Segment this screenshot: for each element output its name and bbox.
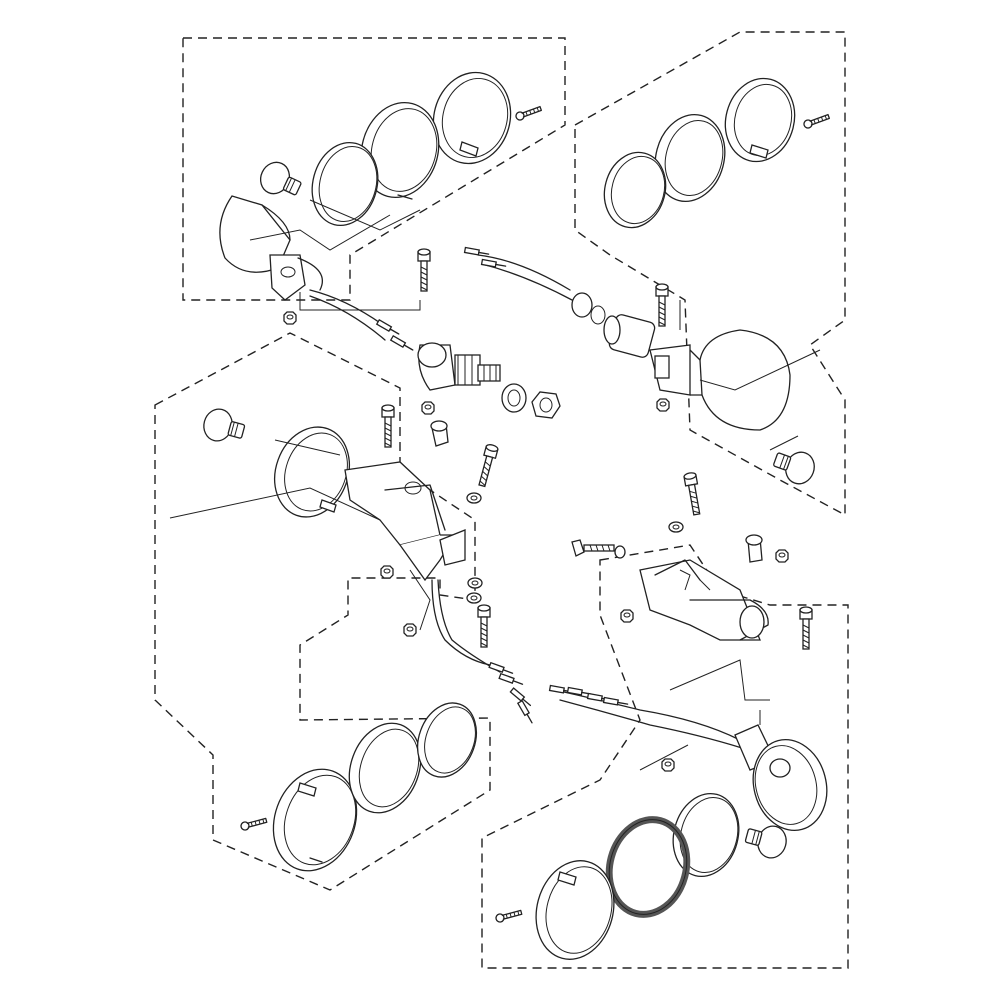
rl-housing bbox=[274, 426, 350, 518]
stay-bolt bbox=[417, 342, 501, 391]
rl-socket bbox=[430, 420, 449, 447]
rr-socket bbox=[745, 534, 763, 563]
fr-housing bbox=[649, 329, 791, 431]
front-left-frame bbox=[182, 37, 566, 301]
rear-right-turn-signal bbox=[494, 471, 828, 960]
fr-wiring bbox=[463, 246, 573, 301]
rl-gasket bbox=[417, 702, 477, 778]
rr-bezel-highlighted bbox=[605, 816, 691, 918]
front-left-turn-signal bbox=[219, 71, 543, 353]
rr-housing bbox=[734, 724, 828, 832]
fl-lens bbox=[432, 71, 512, 165]
rr-lens bbox=[535, 860, 615, 960]
front-right-frame bbox=[574, 31, 846, 517]
front-right-turn-signal bbox=[463, 77, 831, 489]
rl-bracket bbox=[344, 461, 466, 582]
rl-lens bbox=[272, 768, 358, 872]
rear-left-frame bbox=[154, 332, 491, 891]
rr-bracket bbox=[639, 559, 769, 641]
fl-wiring bbox=[309, 289, 415, 353]
rl-wiring bbox=[431, 579, 535, 725]
fr-socket bbox=[571, 292, 656, 358]
rear-left-turn-signal bbox=[169, 401, 535, 872]
fl-bezel bbox=[360, 101, 440, 200]
rr-long-bolt bbox=[571, 539, 626, 559]
front-mount-parts bbox=[417, 342, 561, 419]
rl-bezel bbox=[348, 722, 422, 814]
fl-housing bbox=[219, 195, 324, 301]
fr-lens bbox=[724, 77, 796, 163]
fr-gasket bbox=[603, 151, 667, 229]
lock-washer bbox=[501, 383, 527, 413]
fr-bezel bbox=[654, 113, 726, 203]
fl-bulb bbox=[254, 156, 306, 205]
fl-gasket bbox=[311, 141, 379, 227]
hex-nut bbox=[531, 391, 561, 419]
rr-wiring bbox=[548, 684, 743, 749]
